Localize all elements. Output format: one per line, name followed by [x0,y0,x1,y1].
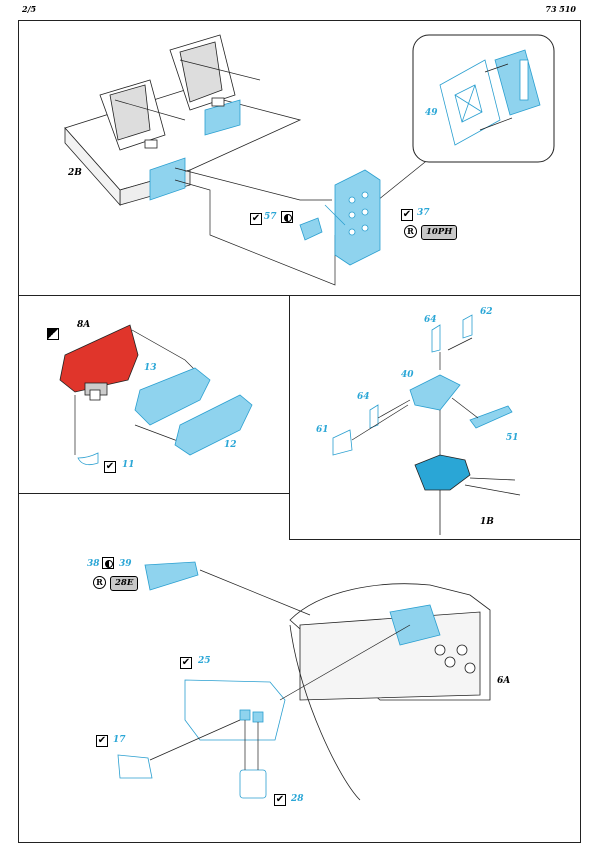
etched-part-28 [239,769,267,799]
panel-mid-right [289,295,581,540]
check-icon: ✔ [274,794,286,806]
instrument-panel-etch [299,169,381,266]
part-number-11: 11 [122,460,135,470]
check-icon: ✔ [96,735,108,747]
panel-bottom [18,493,581,843]
part-number-39: 39 [119,559,132,569]
paint-contrast-icon [281,211,293,223]
etched-panel-13 [134,367,211,426]
part-number-12: 12 [224,440,237,450]
etched-panel-25 [184,679,286,741]
part-number-25: 25 [198,656,211,666]
etched-mesh-38 [144,561,199,591]
view-label-6a: 6A [497,676,511,686]
part-number-57: 57 [264,212,277,222]
part-number-49: 49 [425,108,438,118]
view-label-8a: 8A [77,320,91,330]
etched-part-17 [117,754,153,779]
page-number: 2/5 [22,4,37,14]
check-icon: ✔ [180,657,192,669]
panel-bottom-topline [18,493,290,494]
part-number-28: 28 [291,794,304,804]
black-paint-icon [47,328,59,340]
cockpit-sidewall-6a [289,583,491,801]
seat-cushion-1b [414,454,521,535]
view-label-1b: 1B [480,517,494,527]
film-code-28e: 28E [110,576,139,591]
part-number-64: 64 [424,315,437,325]
part-number-13: 13 [144,363,157,373]
part-number-64b: 64 [357,392,370,402]
etched-panel-12 [174,394,253,456]
etched-parts-1b [332,314,513,456]
check-icon: ✔ [104,461,116,473]
red-painted-panel [59,324,139,401]
part-number-61: 61 [316,425,329,435]
seat-assembly-drawing [64,34,302,207]
paint-contrast-icon [102,557,114,569]
kit-number: 73 510 [545,4,576,14]
inset-panel-base [494,49,541,116]
check-icon: ✔ [250,213,262,225]
view-label-2b: 2B [68,168,82,178]
part-number-17: 17 [113,735,126,745]
part-number-62: 62 [480,307,493,317]
film-r-icon: R [93,576,106,589]
film-code-10ph: 10PH [421,225,458,240]
bracket-part-11 [77,452,99,466]
film-r-icon: R [404,225,417,238]
check-icon: ✔ [401,209,413,221]
part-number-51: 51 [506,433,519,443]
inset-panel-49 [439,59,501,146]
part-number-40: 40 [401,370,414,380]
part-number-38: 38 [87,559,100,569]
part-number-37: 37 [417,208,430,218]
